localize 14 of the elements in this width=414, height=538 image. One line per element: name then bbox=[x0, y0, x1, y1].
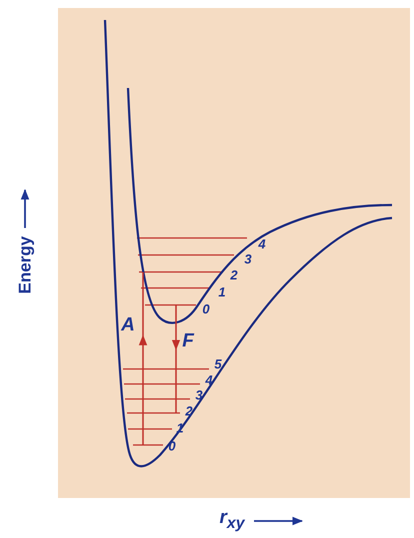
level-number: 0 bbox=[202, 302, 210, 316]
level-number: 2 bbox=[230, 268, 238, 282]
level-number: 2 bbox=[185, 404, 193, 418]
level-number: 3 bbox=[195, 388, 203, 402]
transition-label: F bbox=[182, 332, 194, 350]
level-number: 4 bbox=[205, 374, 213, 386]
level-number: 0 bbox=[168, 440, 176, 452]
level-number: 5 bbox=[214, 358, 222, 370]
level-number: 3 bbox=[244, 252, 252, 266]
transition-label: A bbox=[121, 316, 135, 334]
level-number: 4 bbox=[258, 238, 266, 250]
axis-label: r$_{xy}$ bbox=[220, 508, 244, 532]
level-number: 1 bbox=[218, 286, 226, 298]
axis-label: Energy bbox=[16, 236, 34, 294]
